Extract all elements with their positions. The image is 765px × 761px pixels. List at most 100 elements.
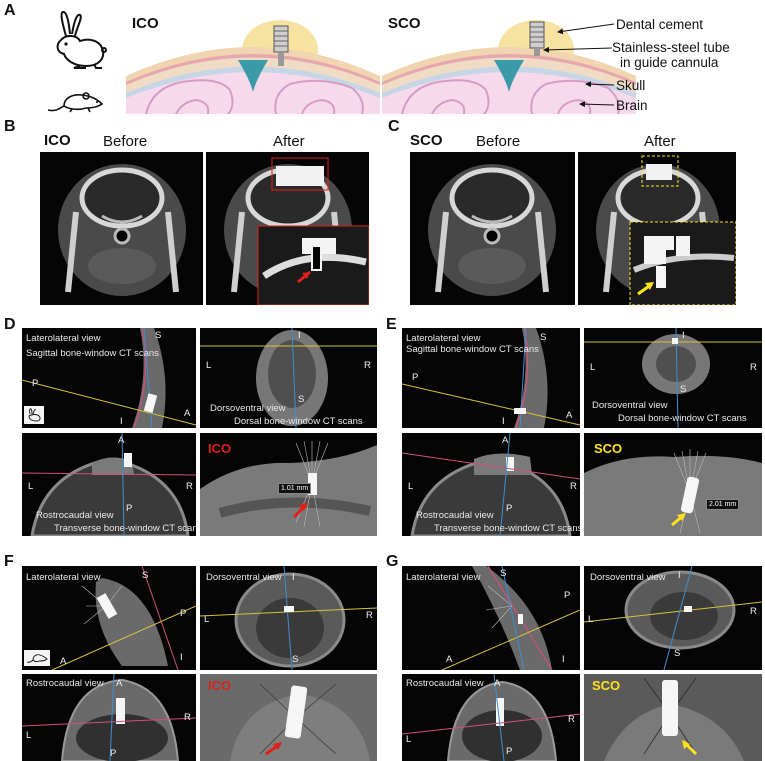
panel-f-dor-dir-s: S bbox=[292, 654, 299, 665]
panel-g-sag-dir-a: A bbox=[446, 654, 453, 665]
panel-g-sagittal-ct: Laterolateral view S P A I bbox=[402, 566, 580, 670]
panel-d-tr-dir-p: P bbox=[126, 503, 133, 514]
panel-f-dor-dir-i: I bbox=[292, 572, 295, 583]
panel-f-sag-view-label: Laterolateral view bbox=[26, 572, 101, 583]
panel-e-dor-dir-s: S bbox=[680, 384, 687, 395]
panel-d-tr-dir-r: R bbox=[186, 481, 193, 492]
panel-g-dor-dir-l: L bbox=[588, 614, 594, 625]
panel-f-letter: F bbox=[4, 553, 14, 570]
panel-d-tr-dir-a: A bbox=[118, 435, 125, 446]
panel-b-group-label: ICO bbox=[44, 132, 71, 149]
panel-e-letter: E bbox=[386, 316, 397, 333]
panel-d-measure-label: 1.01 mm bbox=[278, 483, 312, 494]
panel-g-dor-dir-i: I bbox=[678, 570, 681, 581]
panel-e-sag-view-label: Laterolateral view bbox=[406, 333, 481, 344]
panel-d-dor-dir-l: L bbox=[206, 360, 212, 371]
panel-d-sag-dir-i: I bbox=[120, 416, 123, 427]
panel-c-before-ct bbox=[410, 152, 575, 305]
panel-d-letter: D bbox=[4, 316, 16, 333]
panel-e-tr-dir-r: R bbox=[570, 481, 577, 492]
panel-g-transverse-ct: Rostrocaudal view A L R P bbox=[402, 674, 580, 761]
panel-g-dorsal-view-label: Dorsoventral view bbox=[590, 572, 666, 583]
panel-d-sag-dir-p: P bbox=[32, 378, 39, 389]
panel-g-dorsal-ct: Dorsoventral view I L R S bbox=[584, 566, 762, 670]
panel-c-group-label: SCO bbox=[410, 132, 443, 149]
ico-skull-diagram bbox=[126, 20, 380, 114]
panel-f-sagittal-ct: Laterolateral view S P A I bbox=[22, 566, 196, 670]
annotation-tube-line2: in guide cannula bbox=[620, 55, 719, 70]
panel-e-sag-dir-s: S bbox=[540, 332, 547, 343]
panel-f-tr-dir-p: P bbox=[110, 748, 117, 759]
panel-e-tr-dir-a: A bbox=[502, 435, 509, 446]
panel-e-dor-dir-r: R bbox=[750, 362, 757, 373]
panel-e-zoom-sco-label: SCO bbox=[594, 441, 623, 456]
panel-g-tr-dir-p: P bbox=[506, 746, 513, 757]
panel-d-trans-view-label: Rostrocaudal view bbox=[36, 510, 114, 521]
annotation-dental-cement: Dental cement bbox=[616, 17, 704, 32]
panel-e-dorsal-scan-label: Dorsal bone-window CT scans bbox=[618, 413, 747, 424]
panel-f-tr-dir-a: A bbox=[116, 678, 123, 689]
panel-c-before-title: Before bbox=[476, 133, 521, 150]
panel-g-tr-dir-r: R bbox=[568, 714, 575, 725]
panel-g-tr-dir-a: A bbox=[494, 678, 501, 689]
panel-f-dor-dir-l: L bbox=[204, 614, 210, 625]
panel-b-letter: B bbox=[4, 118, 16, 135]
panel-f-sag-dir-i: I bbox=[180, 652, 183, 663]
panel-f-transverse-ct: Rostrocaudal view A L R P bbox=[22, 674, 196, 761]
panel-c-after-ct bbox=[578, 152, 736, 305]
panel-e-tr-dir-p: P bbox=[506, 503, 513, 514]
panel-e-sag-scan-label: Sagittal bone-window CT scans bbox=[406, 344, 539, 355]
panel-d-sag-view-label: Laterolateral view bbox=[26, 333, 101, 344]
panel-e-zoom-ct: SCO 2.01 mm bbox=[584, 433, 762, 536]
panel-f-dor-dir-r: R bbox=[366, 610, 373, 621]
panel-e-sag-dir-a: A bbox=[566, 410, 573, 421]
panel-d-transverse-ct: A L R P Rostrocaudal view Transverse bon… bbox=[22, 433, 196, 536]
annotation-skull: Skull bbox=[616, 78, 646, 93]
panel-d-dorsal-view-label: Dorsoventral view bbox=[210, 403, 286, 414]
panel-e-dorsal-ct: I L R S Dorsoventral view Dorsal bone-wi… bbox=[584, 328, 762, 428]
panel-e-sag-dir-i: I bbox=[502, 416, 505, 427]
panel-g-letter: G bbox=[386, 553, 399, 570]
panel-c-after-title: After bbox=[644, 133, 676, 150]
rat-icon bbox=[47, 92, 104, 113]
panel-g-sag-dir-p: P bbox=[564, 590, 571, 601]
panel-d-dorsal-scan-label: Dorsal bone-window CT scans bbox=[234, 416, 363, 427]
panel-f-rat-icon bbox=[26, 654, 48, 663]
annotation-brain: Brain bbox=[616, 98, 648, 113]
panel-d-dor-dir-r: R bbox=[364, 360, 371, 371]
panel-f-sag-dir-a: A bbox=[60, 656, 67, 667]
panel-g-sag-dir-s: S bbox=[500, 568, 507, 579]
panel-e-dor-dir-i: I bbox=[682, 330, 685, 341]
panel-e-trans-view-label: Rostrocaudal view bbox=[416, 510, 494, 521]
panel-d-dorsal-ct: I L R S Dorsoventral view Dorsal bone-wi… bbox=[200, 328, 377, 428]
panel-e-dorsal-view-label: Dorsoventral view bbox=[592, 400, 668, 411]
panel-b-after-title: After bbox=[273, 133, 305, 150]
panel-g-tr-dir-l: L bbox=[406, 734, 412, 745]
rabbit-icon bbox=[56, 11, 107, 69]
panel-g-zoom-ct: SCO bbox=[584, 674, 762, 761]
annotation-tube-line1: Stainless-steel tube bbox=[612, 40, 730, 55]
panel-e-tr-dir-l: L bbox=[408, 481, 414, 492]
panel-f-zoom-ct: ICO bbox=[200, 674, 377, 761]
panel-d-dor-dir-s: S bbox=[298, 394, 305, 405]
panel-g-sag-view-label: Laterolateral view bbox=[406, 572, 481, 583]
panel-e-sag-dir-p: P bbox=[412, 372, 419, 383]
panel-d-sag-dir-a: A bbox=[184, 408, 191, 419]
panel-g-dor-dir-r: R bbox=[750, 606, 757, 617]
panel-d-sagittal-ct: Laterolateral view Sagittal bone-window … bbox=[22, 328, 196, 428]
panel-g-sag-dir-i: I bbox=[562, 654, 565, 665]
panel-a-letter: A bbox=[4, 2, 16, 19]
panel-e-measure-label: 2.01 mm bbox=[706, 499, 740, 510]
panel-b-before-title: Before bbox=[103, 133, 148, 150]
panel-e-transverse-ct: A L R P Rostrocaudal view Transverse bon… bbox=[402, 433, 580, 536]
panel-d-sag-scan-label: Sagittal bone-window CT scans bbox=[26, 348, 159, 359]
panel-f-sag-dir-s: S bbox=[142, 570, 149, 581]
panel-f-zoom-ico-label: ICO bbox=[208, 678, 232, 693]
panel-d-rabbit-icon bbox=[28, 408, 41, 422]
panel-a-sco-label: SCO bbox=[388, 15, 421, 32]
panel-d-zoom-ico-label: ICO bbox=[208, 441, 232, 456]
panel-e-sagittal-ct: Laterolateral view Sagittal bone-window … bbox=[402, 328, 580, 428]
panel-b-after-ct bbox=[206, 152, 369, 305]
panel-a-annotation-arrows bbox=[543, 23, 615, 108]
panel-a-ico-label: ICO bbox=[132, 15, 159, 32]
